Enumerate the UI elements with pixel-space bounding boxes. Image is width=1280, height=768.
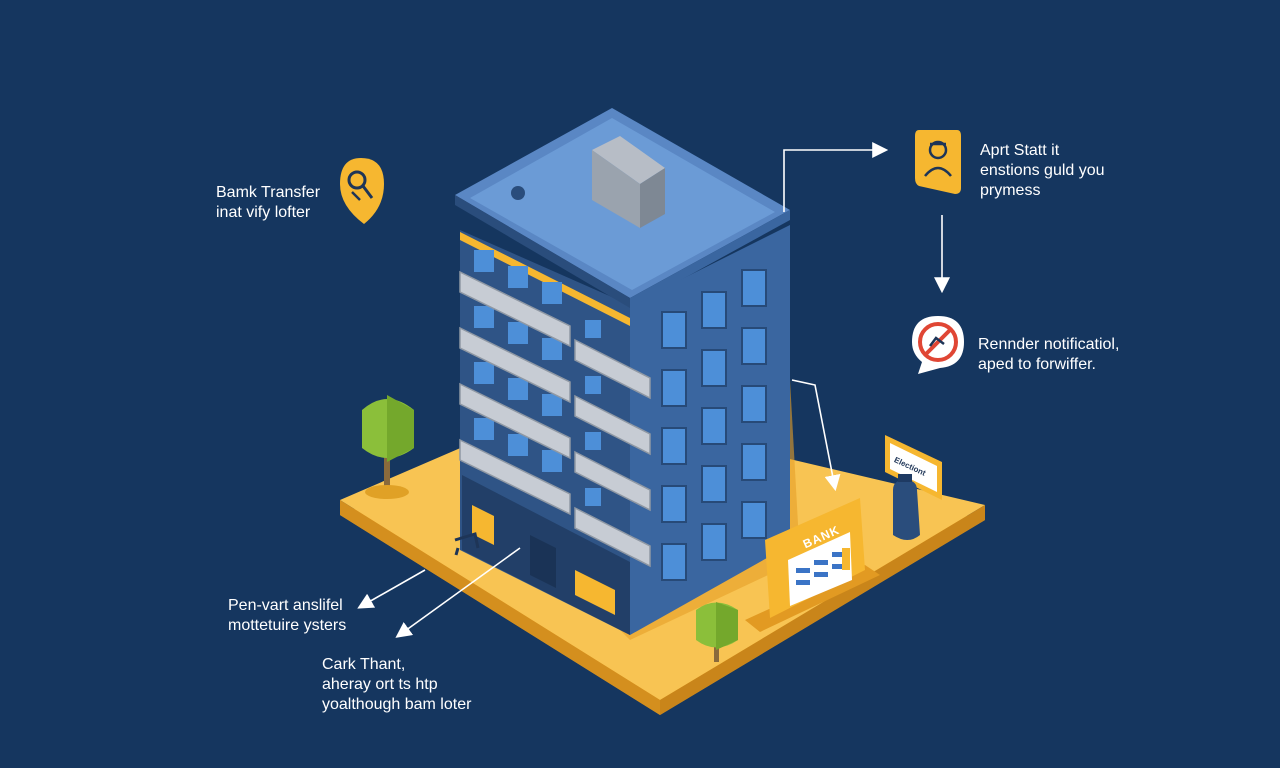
arrow-to-bank-terminal — [791, 379, 841, 492]
bank-terminal — [745, 498, 880, 632]
label-render-notification: Rennder notificatiol, aped to forwiffer. — [978, 336, 1120, 373]
left-face-balconies — [459, 250, 651, 635]
connector-arrows — [357, 142, 950, 638]
bench — [454, 532, 480, 556]
label-apprt-start: Aprt Statt it enstions guld you prymess — [980, 142, 1105, 199]
label-bank-transfer: Bamk Transfer inat vify lofter — [216, 184, 321, 221]
arrow-to-cark-thant — [395, 547, 521, 638]
no-entry-icon — [912, 316, 964, 374]
arrow-to-pen-vart — [357, 569, 426, 609]
small-sign — [885, 435, 942, 500]
magnifier-key-icon — [340, 158, 384, 224]
tree-left — [362, 395, 414, 499]
label-cark-thant: Cark Thant, aheray ort ts htp yoalthough… — [322, 656, 472, 713]
water-bottle — [893, 474, 920, 540]
right-face-windows — [661, 269, 767, 581]
arrow-to-apprt-start — [783, 142, 889, 212]
label-pen-vart: Pen-vart anslifel mottetuire ysters — [228, 597, 347, 634]
worker-user-icon — [915, 130, 961, 194]
tree-bottom — [696, 602, 738, 662]
